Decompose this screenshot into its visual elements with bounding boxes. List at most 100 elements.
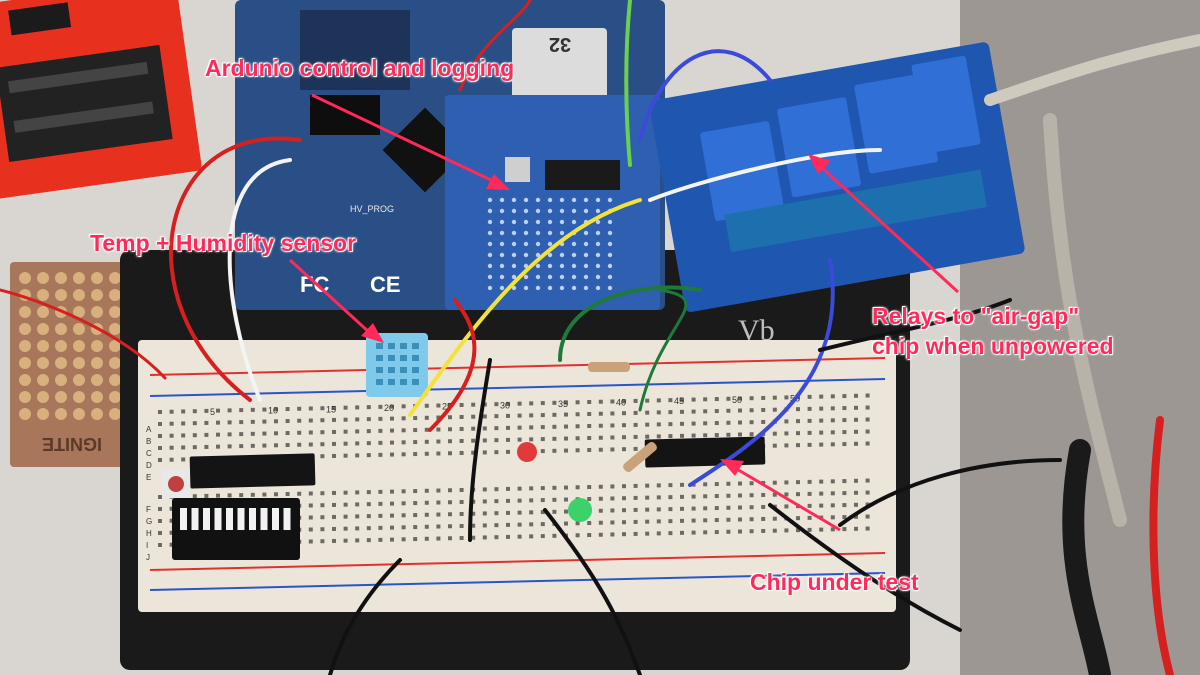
breadboard-hole bbox=[622, 423, 626, 428]
breadboard-hole bbox=[656, 495, 661, 500]
breadboard-hole bbox=[482, 499, 487, 504]
breadboard-hole bbox=[262, 431, 267, 436]
breadboard-hole bbox=[413, 513, 418, 518]
resistor bbox=[623, 441, 657, 473]
breadboard-hole bbox=[854, 526, 858, 531]
breadboard-hole bbox=[401, 440, 406, 445]
led-dot bbox=[19, 374, 31, 386]
breadboard-hole bbox=[575, 412, 580, 417]
breadboard-hole bbox=[158, 458, 162, 462]
breadboard-hole bbox=[738, 408, 742, 413]
breadboard-hole bbox=[332, 514, 336, 519]
breadboard-hole bbox=[656, 410, 661, 415]
breadboard-hole bbox=[378, 452, 383, 457]
breadboard-hole bbox=[587, 436, 592, 441]
breadboard-hole bbox=[366, 490, 371, 495]
breadboard-hole bbox=[714, 397, 719, 402]
breadboard-hole bbox=[680, 433, 684, 438]
breadboard-hole bbox=[413, 416, 418, 421]
breadboard-hole bbox=[413, 489, 418, 494]
breadboard-hole bbox=[552, 533, 557, 538]
breadboard-hole bbox=[274, 492, 278, 497]
breadboard-hole bbox=[320, 406, 325, 411]
breadboard-hole bbox=[830, 430, 835, 435]
proto-hole bbox=[511, 263, 517, 269]
breadboard-hole bbox=[482, 523, 487, 528]
breadboard-hole bbox=[401, 501, 406, 506]
breadboard-hole bbox=[471, 402, 476, 407]
row-letter: I bbox=[146, 541, 148, 550]
breadboard-hole bbox=[355, 453, 360, 458]
proto-hole bbox=[583, 274, 589, 280]
temp-humidity-sensor bbox=[366, 333, 428, 397]
row-letter: B bbox=[146, 437, 151, 446]
breadboard-hole bbox=[738, 420, 742, 425]
proto-hole bbox=[547, 197, 553, 203]
dip-key bbox=[203, 508, 210, 530]
breadboard-hole bbox=[540, 510, 545, 515]
breadboard-hole bbox=[633, 410, 638, 415]
breadboard-hole bbox=[703, 397, 708, 402]
breadboard-hole bbox=[216, 493, 220, 498]
led-matrix-board: IGNITE bbox=[10, 262, 135, 467]
breadboard-hole bbox=[610, 496, 615, 501]
breadboard-hole bbox=[668, 398, 673, 403]
breadboard-hole bbox=[494, 402, 499, 407]
grille-slot bbox=[400, 343, 407, 349]
breadboard-hole bbox=[819, 491, 824, 496]
breadboard-hole bbox=[517, 486, 522, 491]
breadboard-hole bbox=[714, 421, 719, 426]
breadboard-hole bbox=[401, 489, 406, 494]
breadboard-hole bbox=[459, 499, 464, 504]
proto-hole bbox=[535, 263, 541, 269]
proto-hole bbox=[547, 208, 553, 214]
led-dot bbox=[109, 323, 121, 335]
breadboard-hole bbox=[807, 491, 812, 496]
breadboard-hole bbox=[459, 438, 464, 443]
breadboard-hole bbox=[656, 434, 661, 439]
breadboard-hole bbox=[169, 409, 174, 414]
dip-key bbox=[283, 508, 291, 530]
breadboard-hole bbox=[865, 478, 870, 483]
breadboard-hole bbox=[540, 498, 545, 503]
breadboard-hole bbox=[436, 451, 441, 456]
breadboard-hole bbox=[471, 426, 476, 431]
breadboard-hole bbox=[401, 428, 406, 433]
breadboard-hole bbox=[645, 507, 650, 512]
proto-hole bbox=[511, 252, 517, 258]
breadboard-hole bbox=[714, 494, 719, 499]
breadboard-hole bbox=[320, 454, 325, 459]
breadboard-hole bbox=[726, 396, 731, 401]
breadboard-hole bbox=[448, 500, 452, 505]
column-number: 5 bbox=[210, 407, 215, 417]
proto-hole bbox=[499, 274, 505, 280]
breadboard-hole bbox=[819, 406, 824, 411]
breadboard-hole bbox=[390, 525, 394, 530]
led-dot bbox=[91, 391, 103, 403]
breadboard-hole bbox=[830, 515, 835, 520]
breadboard-hole bbox=[691, 494, 696, 499]
breadboard-hole bbox=[390, 404, 394, 409]
proto-hole bbox=[559, 252, 565, 258]
proto-hole bbox=[547, 241, 553, 247]
breadboard-hole bbox=[703, 433, 708, 438]
breadboard-hole bbox=[436, 500, 441, 505]
breadboard-hole bbox=[842, 491, 847, 496]
dip-switch-keys bbox=[180, 508, 291, 530]
breadboard-hole bbox=[598, 411, 603, 416]
led-dot bbox=[91, 272, 103, 284]
proto-hole bbox=[547, 285, 553, 291]
breadboard-hole bbox=[216, 444, 220, 449]
breadboard-hole bbox=[517, 498, 522, 503]
proto-hole bbox=[607, 230, 613, 236]
breadboard-hole bbox=[680, 482, 684, 487]
breadboard-hole bbox=[830, 418, 835, 423]
breadboard-hole bbox=[169, 506, 174, 511]
breadboard-hole bbox=[308, 515, 313, 520]
breadboard-hole bbox=[656, 398, 661, 403]
breadboard-hole bbox=[482, 426, 487, 431]
breadboard-hole bbox=[250, 431, 255, 436]
breadboard-hole bbox=[738, 517, 742, 522]
breadboard-hole bbox=[355, 441, 360, 446]
